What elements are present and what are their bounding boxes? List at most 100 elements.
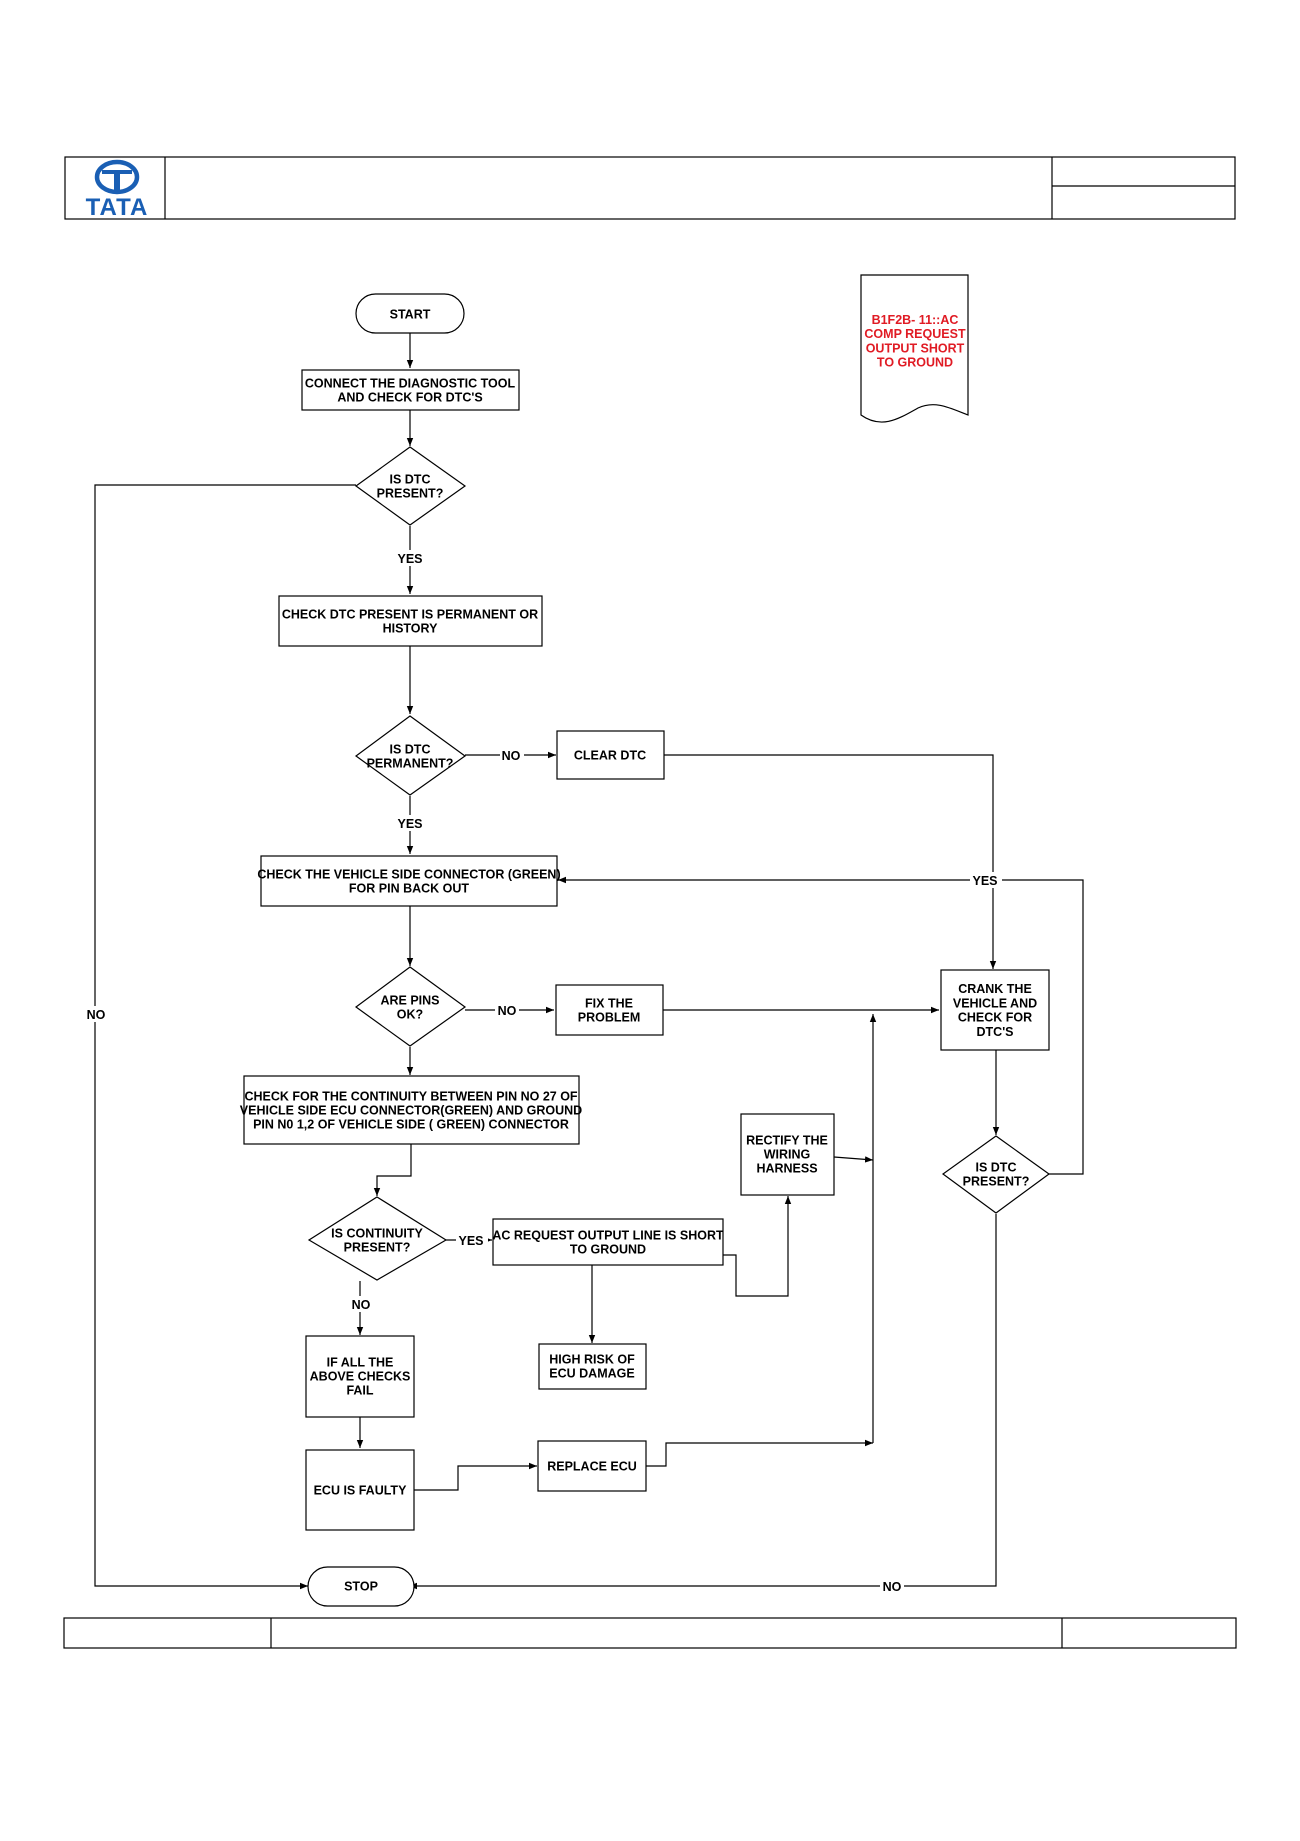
dtc-present-2-label-line: PRESENT? <box>963 1175 1030 1189</box>
fix-problem-label-line: PROBLEM <box>578 1011 641 1025</box>
tata-logo: TATA <box>86 159 149 221</box>
edge-continuity-to-diamond <box>373 1144 412 1196</box>
clear-dtc-label-line: CLEAR DTC <box>574 749 646 763</box>
edge-label-no: NO <box>352 1298 371 1312</box>
edge-clear-to-crank <box>664 754 997 969</box>
check-permanent-label-line: HISTORY <box>383 622 439 636</box>
dtc-present-decision-2 <box>941 1135 1051 1214</box>
edge-ecufaulty-to-replace <box>414 1462 537 1491</box>
all-checks-fail-label-line: ABOVE CHECKS <box>310 1370 411 1384</box>
flow-connectors <box>94 333 1084 1590</box>
check-continuity-label-line: CHECK FOR THE CONTINUITY BETWEEN PIN NO … <box>244 1089 577 1103</box>
check-continuity-step <box>243 1075 580 1145</box>
edge-label-no: NO <box>87 1008 106 1022</box>
tata-logo-text: TATA <box>86 194 149 221</box>
high-risk-label-line: HIGH RISK OF <box>549 1352 635 1366</box>
dtc-code-line: COMP REQUEST <box>864 327 966 341</box>
dtc-present-1-label-line: IS DTC <box>390 472 431 486</box>
dtc-permanent-label-line: PERMANENT? <box>367 757 454 771</box>
dtc-code-line: TO GROUND <box>877 356 953 370</box>
rectify-harness-label-line: WIRING <box>764 1148 811 1162</box>
ecu-faulty-label: ECU IS FAULTY <box>314 1484 407 1498</box>
page-header: TATA <box>64 156 1236 221</box>
crank-vehicle-label-line: CHECK FOR <box>958 1011 1032 1025</box>
high-risk-label-line: ECU DAMAGE <box>549 1367 634 1381</box>
continuity-present-label-line: PRESENT? <box>344 1241 411 1255</box>
check-continuity-label-line: PIN N0 1,2 OF VEHICLE SIDE ( GREEN) CONN… <box>253 1118 569 1132</box>
rectify-harness-label-line: RECTIFY THE <box>746 1133 828 1147</box>
edge-label-yes: YES <box>972 874 997 888</box>
continuity-present-label-line: IS CONTINUITY <box>331 1226 423 1240</box>
stop-label: STOP <box>344 1580 378 1594</box>
all-checks-fail-step <box>305 1335 415 1418</box>
short-to-ground-label-line: TO GROUND <box>570 1243 646 1257</box>
all-checks-fail-label-line: IF ALL THE <box>327 1355 394 1369</box>
dtc-code-line: B1F2B- 11::AC <box>872 313 959 327</box>
start-terminal <box>355 293 465 334</box>
clear-dtc-step <box>556 730 665 780</box>
check-connector-label: CHECK THE VEHICLE SIDE CONNECTOR (GREEN)… <box>257 867 560 895</box>
dtc-present-decision-1 <box>354 446 467 526</box>
replace-ecu-label-line: REPLACE ECU <box>547 1460 637 1474</box>
dtc-permanent-label-line: IS DTC <box>390 742 431 756</box>
check-connector-label-line: FOR PIN BACK OUT <box>349 882 470 896</box>
rectify-harness-label-line: HARNESS <box>756 1162 817 1176</box>
edge-label-no: NO <box>883 1580 902 1594</box>
label-no-pins: NO <box>495 1002 519 1018</box>
pins-ok-decision <box>354 966 467 1047</box>
fix-problem-step <box>555 984 664 1036</box>
label-yes-dtc1: YES <box>394 550 426 566</box>
label-yes-permanent: YES <box>394 815 426 831</box>
dtc-present-1-label-line: PRESENT? <box>377 487 444 501</box>
short-to-ground-label-line: AC REQUEST OUTPUT LINE IS SHORT <box>492 1228 724 1242</box>
crank-vehicle-label-line: CRANK THE <box>958 982 1032 996</box>
rectify-harness-step <box>740 1113 835 1196</box>
dtc-present-2-label-line: IS DTC <box>976 1160 1017 1174</box>
pins-ok-label-line: OK? <box>397 1008 423 1022</box>
check-permanent-step <box>278 595 543 647</box>
replace-ecu-label: REPLACE ECU <box>547 1460 637 1474</box>
label-no-dtc1: NO <box>84 1006 108 1022</box>
edge-labels: YES YES NO YES NO NO YES NO NO <box>84 550 1002 1594</box>
flow-nodes <box>243 293 1051 1607</box>
label-no-continuity: NO <box>349 1296 373 1312</box>
edge-replace-to-merge <box>646 1439 873 1467</box>
all-checks-fail-label-line: FAIL <box>346 1384 373 1398</box>
connect-tool-step <box>301 369 520 411</box>
edge-rectify-to-merge <box>833 1156 874 1163</box>
page-footer <box>63 1617 1237 1649</box>
high-risk-step <box>538 1343 647 1390</box>
edge-label-no: NO <box>498 1004 517 1018</box>
edge-dtc1-no-to-stop <box>94 484 356 1590</box>
edge-short-to-rectify <box>723 1196 792 1297</box>
edge-label-no: NO <box>502 749 521 763</box>
clear-dtc-label: CLEAR DTC <box>574 749 646 763</box>
check-connector-step <box>260 855 558 907</box>
crank-vehicle-label-line: DTC'S <box>977 1025 1014 1039</box>
check-connector-label-line: CHECK THE VEHICLE SIDE CONNECTOR (GREEN) <box>257 867 560 881</box>
dtc-code-line: OUTPUT SHORT <box>866 341 965 355</box>
crank-vehicle-step <box>940 969 1050 1051</box>
dtc-permanent-decision <box>354 715 467 796</box>
tata-logo-icon <box>94 159 140 195</box>
connect-tool-label-line: AND CHECK FOR DTC'S <box>337 391 482 405</box>
short-to-ground-step <box>492 1218 724 1266</box>
edge-label-yes: YES <box>397 817 422 831</box>
edge-label-yes: YES <box>458 1234 483 1248</box>
fix-problem-label-line: FIX THE <box>585 996 633 1010</box>
label-yes-continuity: YES <box>456 1232 488 1248</box>
